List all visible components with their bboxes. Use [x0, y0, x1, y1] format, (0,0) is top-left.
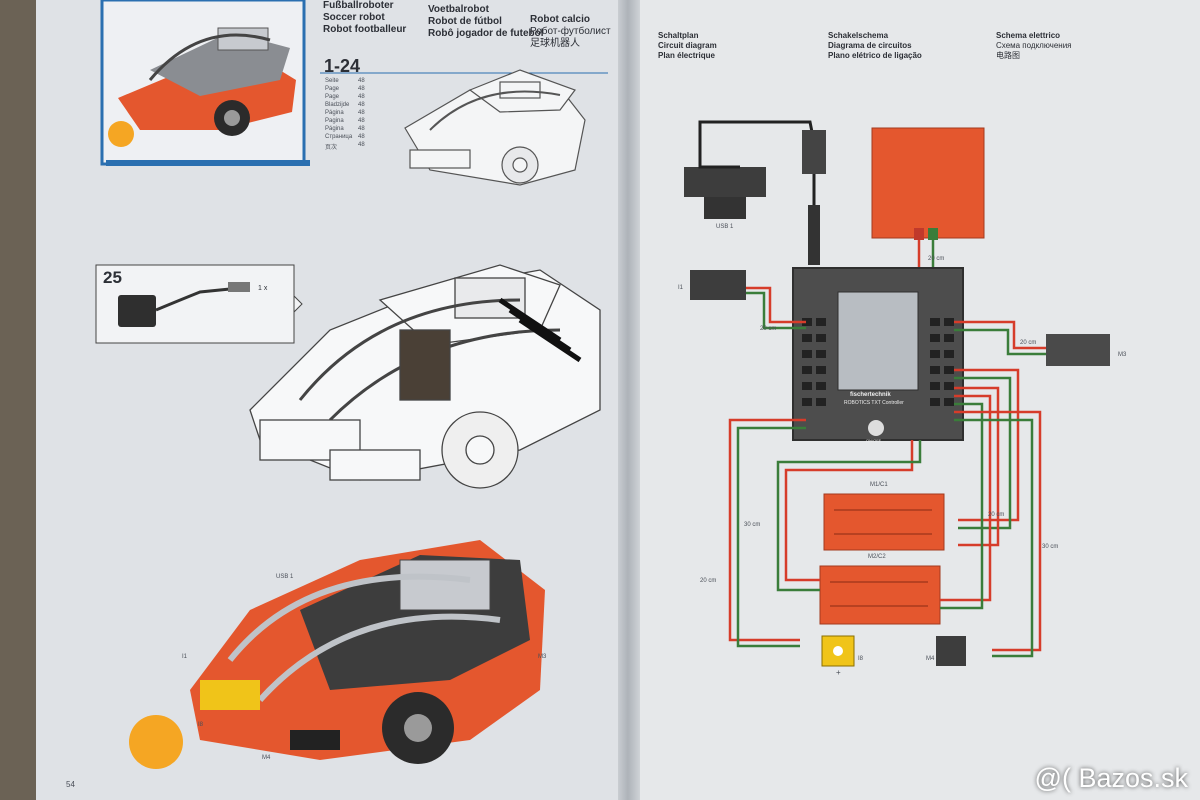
step-quantity: 1 x	[258, 285, 268, 292]
steps-range: 1-24	[324, 56, 361, 76]
cable-length-2: 20 cm	[760, 326, 777, 332]
page-ref-num: 48	[358, 78, 365, 84]
label-i8: I8	[858, 656, 864, 662]
step-number: 25	[103, 268, 122, 287]
page-ref-num: 48	[358, 102, 365, 108]
motor-m3	[1046, 334, 1110, 366]
line-drawing-robot-top	[404, 69, 586, 186]
right-title-col3-line3: 电路图	[996, 51, 1020, 60]
label-usb: USB 1	[716, 224, 734, 230]
right-title-col2-line2: Diagrama de circuitos	[828, 41, 912, 50]
right-title-col1-line2: Circuit diagram	[658, 41, 717, 50]
label-plus: +	[836, 668, 841, 677]
label-i1: I1	[678, 285, 684, 291]
right-title-col1-line3: Plan électrique	[658, 51, 715, 60]
cable-length-5: 20 cm	[988, 512, 1005, 518]
motor-m1	[823, 493, 945, 551]
controller-onoff: ON/OFF	[866, 438, 882, 443]
right-title-col1-line1: Schaltplan	[658, 31, 699, 40]
cable-length-1: 20 cm	[928, 256, 945, 262]
page-ref-num: 48	[358, 94, 365, 100]
line-drawing-robot-large	[249, 264, 601, 489]
title-col2-line1: Voetbalrobot	[428, 4, 489, 15]
robot-label-usb: USB 1	[276, 574, 294, 580]
controller-screen	[837, 291, 919, 391]
title-col2-line3: Robô jogador de futebol	[428, 28, 544, 39]
camera-part	[118, 295, 156, 327]
watermark: @( Bazos.sk	[1034, 763, 1188, 793]
motor-m2	[819, 565, 941, 625]
book-gutter	[618, 0, 640, 800]
controller-name: ROBOTICS TXT Controller	[844, 400, 904, 406]
preview-robot-image	[118, 27, 296, 136]
cable-length-4: 30 cm	[744, 522, 761, 528]
page-ref-label: Página	[325, 126, 344, 132]
title-col1-line2: Soccer robot	[323, 12, 385, 23]
page-ref-num: 48	[358, 134, 365, 140]
page-ref-label: Página	[325, 110, 344, 116]
battery-pack	[871, 127, 985, 239]
right-title-col2-line3: Plano elétrico de ligação	[828, 51, 922, 60]
robot-label-i8: I8	[198, 722, 204, 728]
page-ref-label: Seite	[325, 78, 339, 84]
page-ref-label: Pagina	[325, 118, 344, 124]
page-ref-num: 48	[358, 142, 365, 148]
sensor-m4	[936, 636, 966, 666]
page-ref-label: Страница	[325, 134, 353, 140]
title-col3-line3: 足球机器人	[530, 38, 580, 49]
title-col3-line1: Robot calcio	[530, 14, 591, 25]
page-ref-num: 48	[358, 86, 365, 92]
page-ref-num: 48	[358, 126, 365, 132]
ball-large	[129, 715, 183, 769]
title-col2-line2: Robot de fútbol	[428, 16, 502, 27]
switch-i1	[690, 270, 746, 300]
right-title-col2-line1: Schakelschema	[828, 31, 889, 40]
label-m3: M3	[1118, 352, 1127, 358]
controller-brand: fischertechnik	[850, 392, 891, 398]
colored-robot-image	[190, 540, 545, 764]
cable-length-3: 20 cm	[1020, 340, 1037, 346]
robot-label-i1: I1	[182, 654, 188, 660]
camera-body	[684, 167, 766, 197]
page-ref-label: Bladzijde	[325, 102, 350, 108]
title-col1-line1: Fußballroboter	[323, 0, 394, 11]
label-m4: M4	[926, 656, 935, 662]
right-title-col3-line1: Schema elettrico	[996, 31, 1061, 40]
right-title-col3-line2: Схема подключения	[996, 41, 1072, 50]
title-col3-line2: Робот-футболист	[530, 26, 611, 37]
page-ref-num: 48	[358, 110, 365, 116]
page-number: 54	[66, 780, 75, 789]
cable-length-7: 30 cm	[1042, 544, 1059, 550]
page-ref-num: 48	[358, 118, 365, 124]
page-ref-label: Page	[325, 94, 340, 100]
page-ref-label: 页次	[325, 145, 338, 151]
title-col1-line3: Robot footballeur	[323, 24, 407, 35]
usb-plug	[802, 130, 826, 174]
ball-small	[108, 121, 134, 147]
label-m1: M1/C1	[870, 482, 888, 488]
cable-length-6: 20 cm	[700, 578, 717, 584]
robot-label-m4: M4	[262, 755, 271, 761]
robot-label-m3: M3	[538, 654, 547, 660]
page-ref-label: Page	[325, 86, 340, 92]
label-m2: M2/C2	[868, 554, 886, 560]
